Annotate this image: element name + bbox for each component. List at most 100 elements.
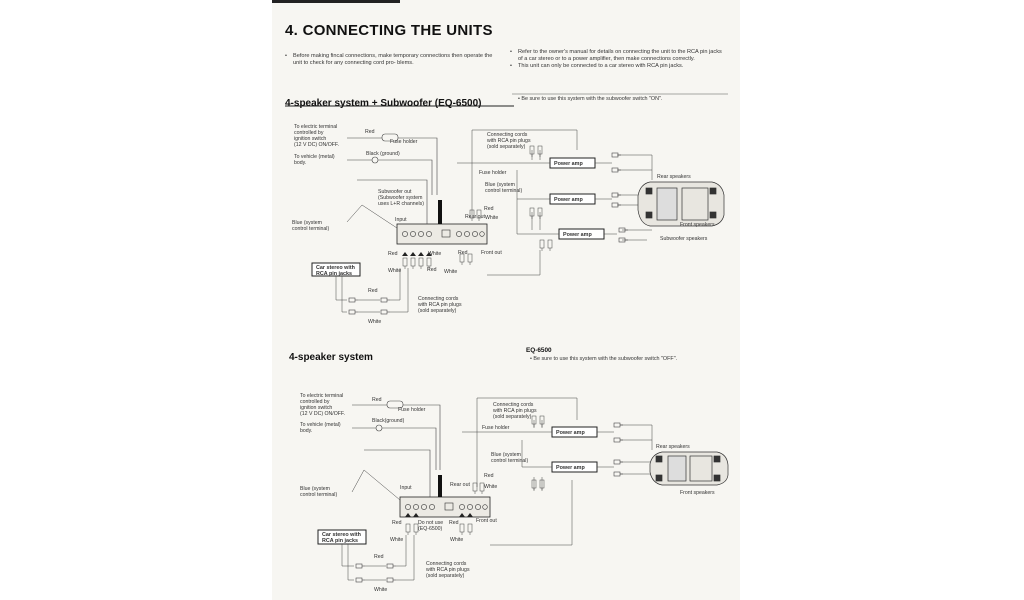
label-black-2: Black(ground) <box>372 418 405 424</box>
label-vehicle: To vehicle (metal) <box>294 154 335 160</box>
label-white-2: White <box>485 215 498 221</box>
fuse-holder-icon <box>381 133 399 142</box>
label-fuse-holder-s2: Fuse holder <box>398 407 426 413</box>
svg-text:control terminal): control terminal) <box>485 188 522 194</box>
section1-note: • Be sure to use this system with the su… <box>518 96 663 102</box>
label-red-s2: Red <box>372 397 382 403</box>
label-input-2: Input <box>400 485 412 491</box>
label-subwoofer-out: Subwoofer out <box>378 189 412 195</box>
section2-note: • Be sure to use this system with the su… <box>530 356 678 362</box>
label-black: Black (ground) <box>366 151 400 157</box>
label-cords-top: Connecting cords <box>487 132 528 138</box>
label-vehicle-2: To vehicle (metal) <box>300 422 341 428</box>
notes-right: Refer to the owner's manual for details … <box>510 49 724 70</box>
label-electric: To electric terminal <box>294 124 337 130</box>
label-power-amp-s2-2: Power amp <box>556 465 585 471</box>
label-fuse-holder: Fuse holder <box>390 139 418 145</box>
label-white-s2b: White <box>390 537 403 543</box>
svg-text:with RCA pin plugs: with RCA pin plugs <box>426 567 470 573</box>
svg-text:(EQ-6500): (EQ-6500) <box>418 526 442 532</box>
note-item: This unit can only be connected to a car… <box>510 63 724 70</box>
label-white-4: White <box>444 269 457 275</box>
svg-text:RCA pin jacks: RCA pin jacks <box>322 538 358 544</box>
svg-text:(sold separately): (sold separately) <box>493 414 532 420</box>
label-red-in: Red <box>388 251 398 257</box>
car-body-icon-2 <box>649 451 729 486</box>
label-fuse-holder-s2b: Fuse holder <box>482 425 510 431</box>
wiring-diagrams: To electric terminal controlled by ignit… <box>285 93 729 593</box>
svg-text:(12 V DC) ON/OFF.: (12 V DC) ON/OFF. <box>294 142 339 148</box>
svg-text:uses L+R channels): uses L+R channels) <box>378 201 424 207</box>
label-white-3: White <box>388 268 401 274</box>
label-red-3: Red <box>427 267 437 273</box>
label-red-s2c: Red <box>392 520 402 526</box>
label-electric-2: To electric terminal <box>300 393 343 399</box>
svg-text:(sold separately): (sold separately) <box>487 144 526 150</box>
svg-text:controlled by: controlled by <box>300 399 330 405</box>
svg-text:control terminal): control terminal) <box>292 226 329 232</box>
ground-terminal-icon-2 <box>375 424 383 432</box>
label-front-out-2: Front out <box>476 518 497 524</box>
diagram-1: To electric terminal controlled by ignit… <box>292 124 725 325</box>
label-power-amp-3: Power amp <box>563 232 592 238</box>
svg-text:control terminal): control terminal) <box>491 458 528 464</box>
svg-text:To electric terminal: To electric terminal <box>294 124 337 130</box>
label-fuse-holder-2: Fuse holder <box>479 170 507 176</box>
label-sub-speakers: Subwoofer speakers <box>660 236 708 242</box>
manual-page <box>272 0 740 600</box>
svg-text:body.: body. <box>300 428 312 434</box>
label-rear-speakers-2: Rear speakers <box>656 444 690 450</box>
label-white-s2d: White <box>374 587 387 593</box>
svg-text:with RCA pin plugs: with RCA pin plugs <box>418 302 462 308</box>
label-power-amp-s2-1: Power amp <box>556 430 585 436</box>
label-blue-2: Blue (system <box>485 182 515 188</box>
top-rule <box>272 0 400 3</box>
label-front-speakers-2: Front speakers <box>680 490 715 496</box>
label-white-5: White <box>368 319 381 325</box>
fuse-holder-icon-2 <box>386 400 404 409</box>
svg-text:(sold separately): (sold separately) <box>426 573 465 579</box>
svg-text:ignition switch: ignition switch <box>294 136 326 142</box>
svg-text:RCA pin jacks: RCA pin jacks <box>316 271 352 277</box>
label-blue: Blue (system <box>292 220 322 226</box>
svg-text:(12 V DC) ON/OFF.: (12 V DC) ON/OFF. <box>300 411 345 417</box>
label-do-not-use: Do not use <box>418 520 443 526</box>
label-white-in: White <box>428 251 441 257</box>
section1-title: 4-speaker system + Subwoofer (EQ-6500) <box>285 98 482 109</box>
svg-text:body.: body. <box>294 160 306 166</box>
label-front-speakers: Front speakers <box>680 222 715 228</box>
diagram-2: To electric terminal controlled by ignit… <box>300 393 729 593</box>
label-rear-out: Rear out <box>465 214 485 220</box>
svg-text:with RCA pin plugs: with RCA pin plugs <box>487 138 531 144</box>
label-rear-speakers: Rear speakers <box>657 174 691 180</box>
label-red-s2d: Red <box>449 520 459 526</box>
svg-text:(Subwoofer system: (Subwoofer system <box>378 195 422 201</box>
label-red-2: Red <box>484 206 494 212</box>
notes-left: Before making fincal connections, make t… <box>285 53 495 67</box>
label-car-stereo-2: Car stereo with <box>322 532 361 538</box>
label-car-stereo: Car stereo with <box>316 265 355 271</box>
label-cords-top-2: Connecting cords <box>493 402 534 408</box>
label-red-4: Red <box>368 288 378 294</box>
label-red-s2b: Red <box>484 473 494 479</box>
label-input: Input <box>395 217 407 223</box>
power-lead <box>438 200 442 224</box>
label-red-s2e: Red <box>374 554 384 560</box>
label-power-amp-1: Power amp <box>554 161 583 167</box>
label-front-out: Front out <box>481 250 502 256</box>
label-power-amp-2: Power amp <box>554 197 583 203</box>
label-cords-bottom-2: Connecting cords <box>426 561 467 567</box>
svg-text:controlled by: controlled by <box>294 130 324 136</box>
label-blue-s2b: Blue (system <box>491 452 521 458</box>
ground-terminal-icon <box>371 156 379 164</box>
label-rear-out-2: Rear out <box>450 482 470 488</box>
label-red: Red <box>365 129 375 135</box>
section2-title: 4-speaker system <box>289 352 373 363</box>
label-white-s2: White <box>484 484 497 490</box>
note-item: Refer to the owner's manual for details … <box>510 49 724 63</box>
label-cords-bottom: Connecting cords <box>418 296 459 302</box>
svg-text:ignition switch: ignition switch <box>300 405 332 411</box>
svg-text:control terminal): control terminal) <box>300 492 337 498</box>
svg-text:(sold separately): (sold separately) <box>418 308 457 314</box>
car-body-icon-1 <box>637 181 725 227</box>
